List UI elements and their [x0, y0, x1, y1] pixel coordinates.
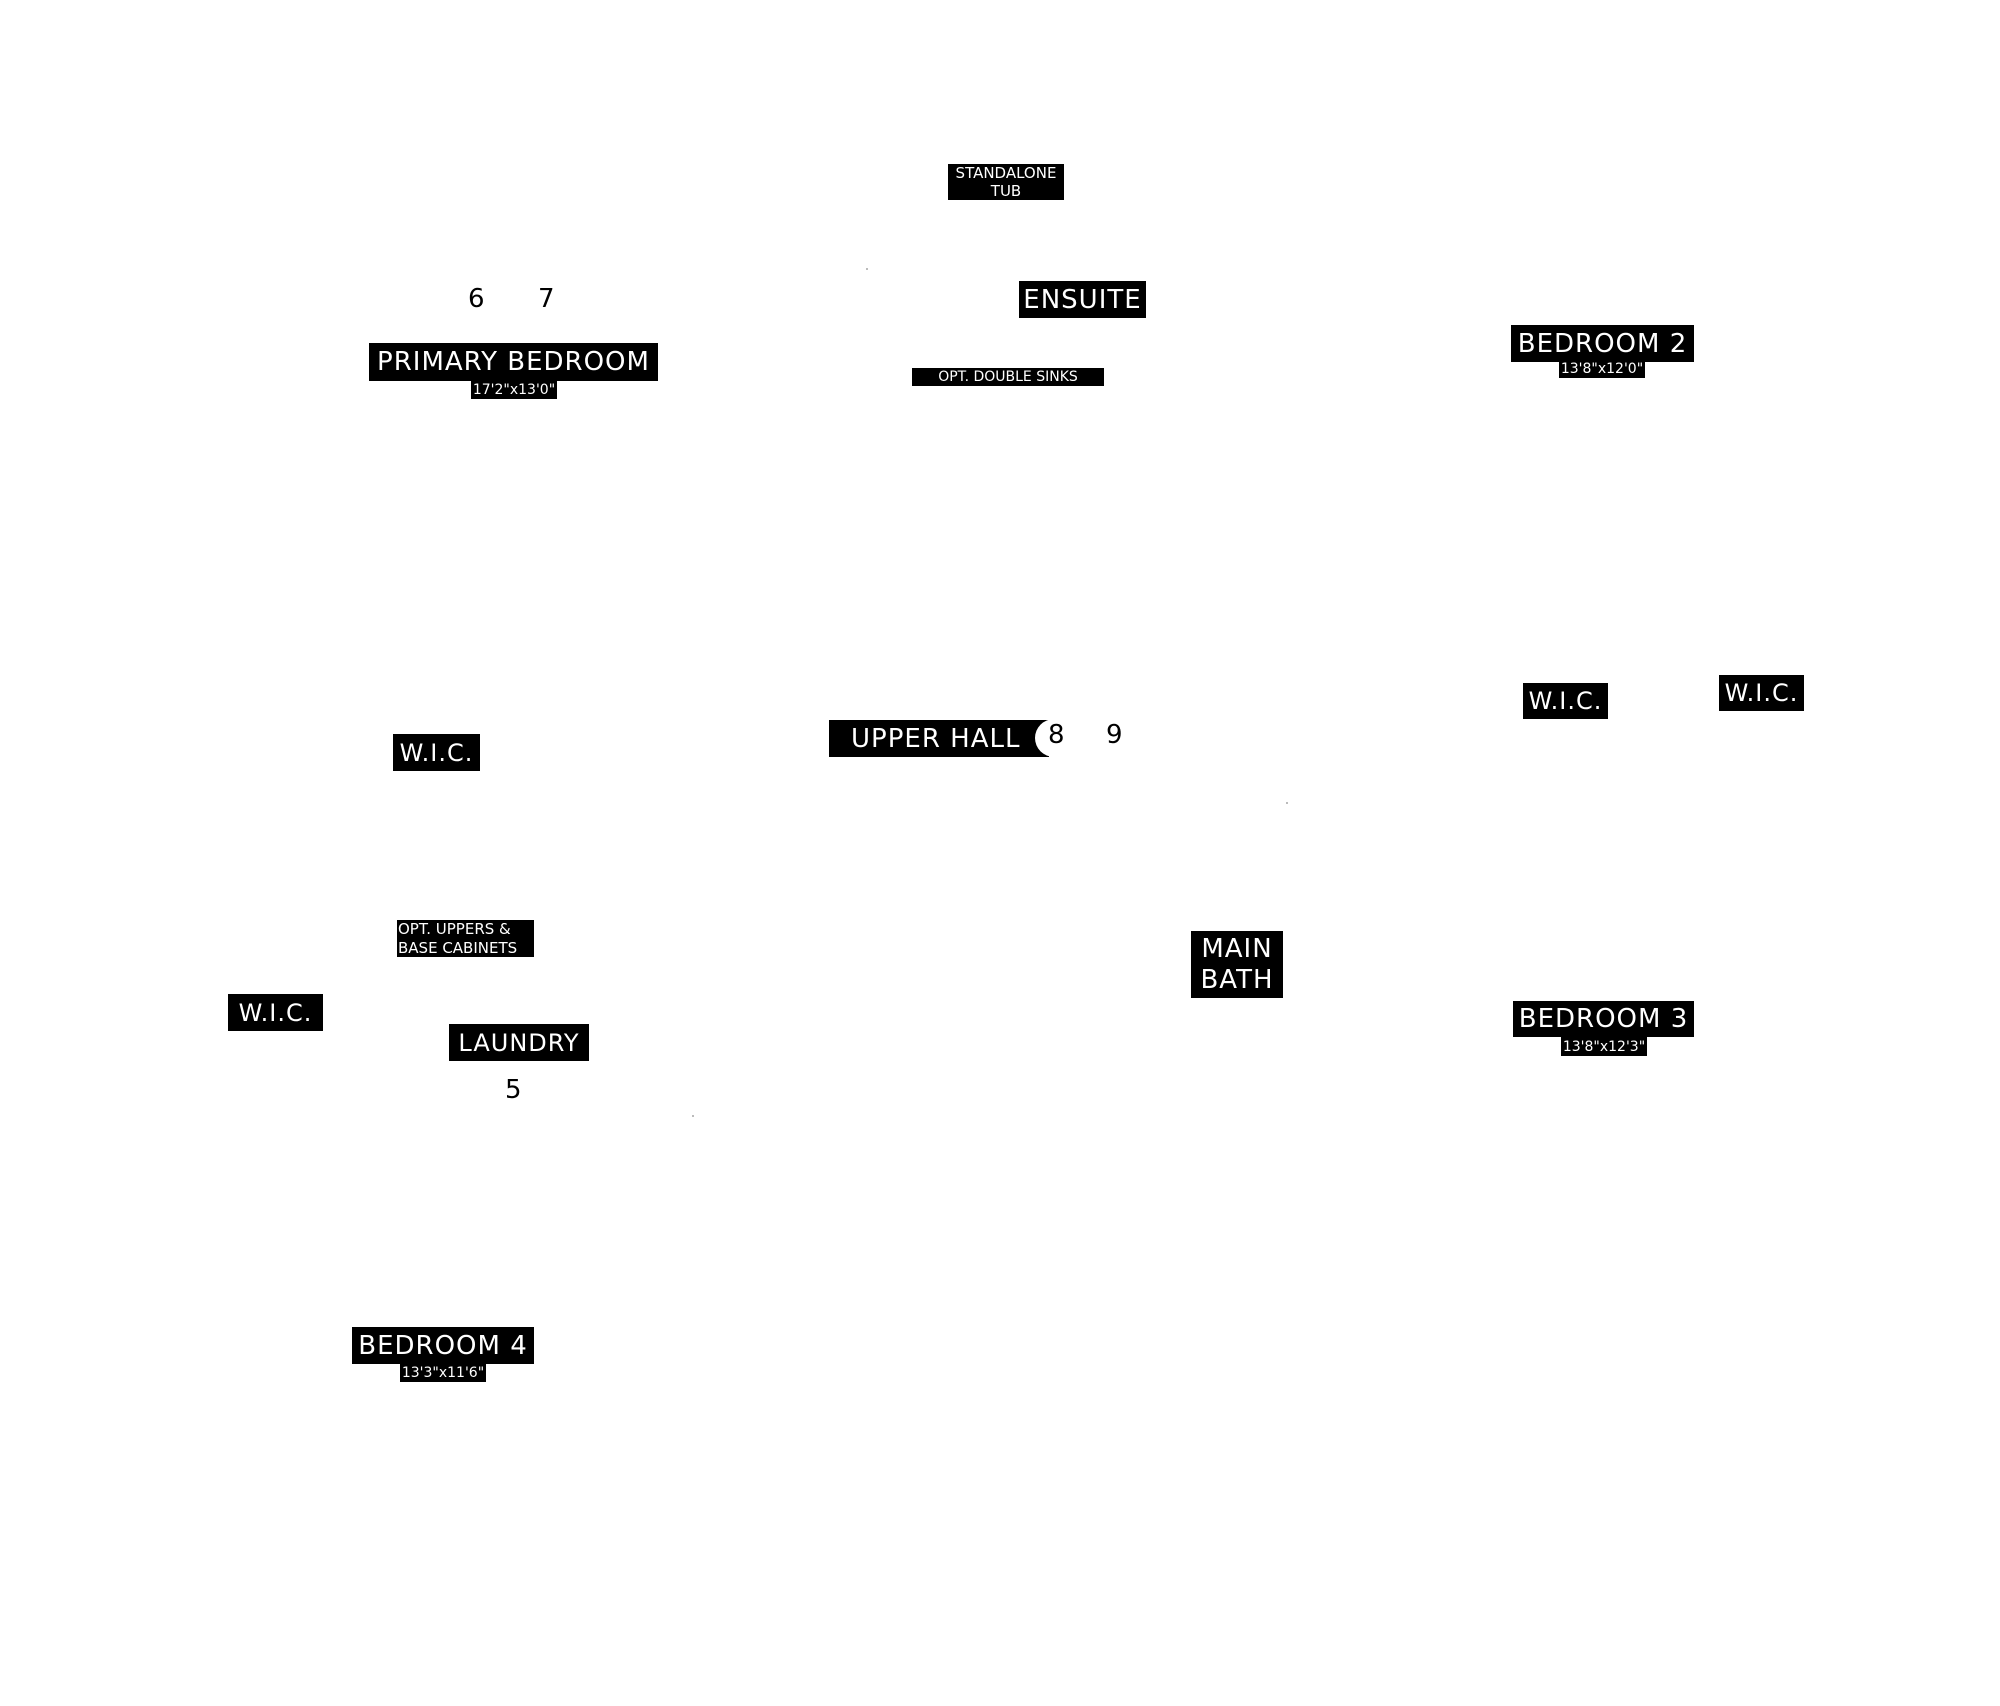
- marker-8: 8: [1048, 720, 1065, 750]
- opt-cabinets-label: OPT. UPPERS & BASE CABINETS: [397, 920, 534, 957]
- laundry-name: LAUNDRY: [458, 1028, 580, 1057]
- bedroom-3-dims-text: 13'8"x12'3": [1562, 1038, 1646, 1055]
- wic-bedroom-2-right-name: W.I.C.: [1724, 679, 1799, 707]
- speck-mark: [1286, 802, 1288, 804]
- bedroom-2-label: BEDROOM 2: [1511, 325, 1694, 362]
- marker-9: 9: [1106, 720, 1123, 750]
- primary-bedroom-label: PRIMARY BEDROOM: [369, 343, 658, 381]
- wic-primary: W.I.C.: [393, 734, 480, 771]
- opt-cabinets-line2: BASE CABINETS: [398, 938, 518, 957]
- primary-bedroom-dims: 17'2"x13'0": [471, 380, 557, 399]
- upper-hall-notch: [1035, 719, 1061, 757]
- bedroom-3-name: BEDROOM 3: [1518, 1004, 1689, 1034]
- double-sinks-label: OPT. DOUBLE SINKS: [912, 368, 1104, 386]
- laundry-label: LAUNDRY: [449, 1024, 589, 1061]
- wic-laundry-name: W.I.C.: [238, 998, 313, 1027]
- wic-bedroom-2-left: W.I.C.: [1523, 683, 1608, 719]
- wic-bedroom-2-left-name: W.I.C.: [1528, 687, 1603, 715]
- marker-5: 5: [505, 1075, 522, 1105]
- standalone-tub-line2: TUB: [990, 181, 1022, 200]
- wic-primary-name: W.I.C.: [399, 738, 474, 767]
- double-sinks-name: OPT. DOUBLE SINKS: [938, 369, 1078, 385]
- opt-cabinets-line1: OPT. UPPERS &: [398, 919, 511, 938]
- bedroom-2-dims: 13'8"x12'0": [1559, 360, 1645, 378]
- speck-mark: [866, 268, 868, 270]
- main-bath-label: MAIN BATH: [1191, 931, 1283, 998]
- bedroom-3-label: BEDROOM 3: [1513, 1001, 1694, 1037]
- bedroom-4-name: BEDROOM 4: [358, 1330, 528, 1361]
- main-bath-line2: BATH: [1200, 965, 1274, 995]
- standalone-tub-line1: STANDALONE: [955, 163, 1057, 182]
- bedroom-2-name: BEDROOM 2: [1517, 328, 1688, 359]
- marker-6: 6: [468, 284, 485, 314]
- bedroom-3-dims: 13'8"x12'3": [1561, 1037, 1647, 1056]
- wic-laundry: W.I.C.: [228, 994, 323, 1031]
- bedroom-4-label: BEDROOM 4: [352, 1327, 534, 1364]
- marker-7: 7: [538, 284, 555, 314]
- standalone-tub-label: STANDALONE TUB: [948, 164, 1064, 200]
- bedroom-4-dims: 13'3"x11'6": [400, 1363, 486, 1382]
- ensuite-name: ENSUITE: [1023, 284, 1142, 315]
- speck-mark: [692, 1115, 694, 1117]
- wic-bedroom-2-right: W.I.C.: [1719, 675, 1804, 711]
- bedroom-4-dims-text: 13'3"x11'6": [401, 1364, 485, 1381]
- bedroom-2-dims-text: 13'8"x12'0": [1560, 361, 1644, 377]
- primary-bedroom-name: PRIMARY BEDROOM: [377, 347, 650, 377]
- main-bath-line1: MAIN: [1201, 934, 1273, 964]
- primary-bedroom-dims-text: 17'2"x13'0": [472, 381, 556, 398]
- upper-hall-name: UPPER HALL: [851, 723, 1021, 754]
- ensuite-label: ENSUITE: [1019, 281, 1146, 318]
- upper-hall-label: UPPER HALL: [829, 720, 1049, 757]
